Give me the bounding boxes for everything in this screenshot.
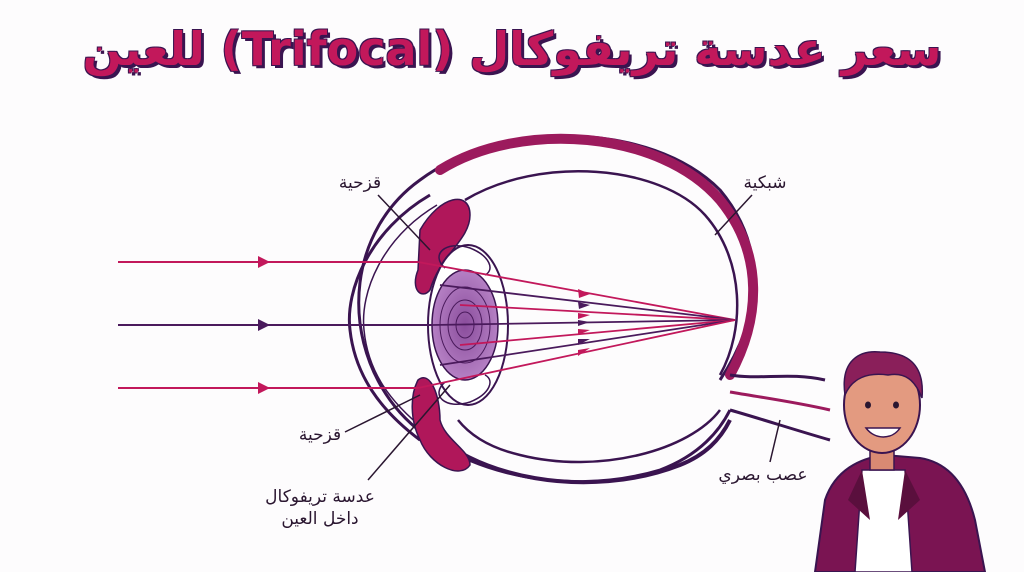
label-trifocal-lens-line2: داخل العين (281, 509, 359, 529)
lens-haptic-bottom (438, 374, 491, 405)
ray-middle-arrow (258, 319, 270, 331)
presenter-hair (843, 351, 923, 399)
lens-haptic-top (438, 245, 491, 276)
leader-retina (714, 194, 753, 236)
leader-iris-top (377, 194, 431, 251)
leader-iris-bottom (344, 394, 421, 433)
page-title: سعر عدسة تريفوكال (Trifocal) للعين (82, 22, 942, 76)
label-iris-top: قزحية (338, 173, 382, 193)
optic-nerve-fiber (729, 390, 831, 412)
iris-bottom (411, 377, 471, 472)
leader-trifocal-lens (367, 384, 451, 481)
cornea-inner (362, 204, 438, 431)
label-iris-bottom: قزحية (298, 425, 342, 445)
presenter-smile (864, 427, 902, 438)
optic-nerve-bottom (729, 408, 831, 442)
presenter-eye-right (893, 401, 899, 409)
label-trifocal-lens: عدسة تريفوكال داخل العين (255, 486, 385, 530)
presenter-illustration (813, 351, 987, 572)
refracted-arrows (578, 289, 590, 356)
cornea (347, 193, 431, 442)
presenter-eye-left (865, 401, 871, 409)
sclera-band (435, 133, 759, 380)
label-retina: شبكية (743, 173, 787, 193)
presenter-lapel-left (848, 470, 870, 520)
ray-bottom-arrow (258, 382, 270, 394)
ray-top-arrow (258, 256, 270, 268)
presenter-lapel-right (898, 470, 920, 520)
leader-optic-nerve (769, 419, 781, 463)
label-trifocal-lens-line1: عدسة تريفوكال (265, 487, 375, 507)
inner-eyeball (457, 170, 739, 464)
label-optic-nerve: عصب بصري (718, 465, 808, 485)
optic-nerve-top (729, 373, 826, 382)
